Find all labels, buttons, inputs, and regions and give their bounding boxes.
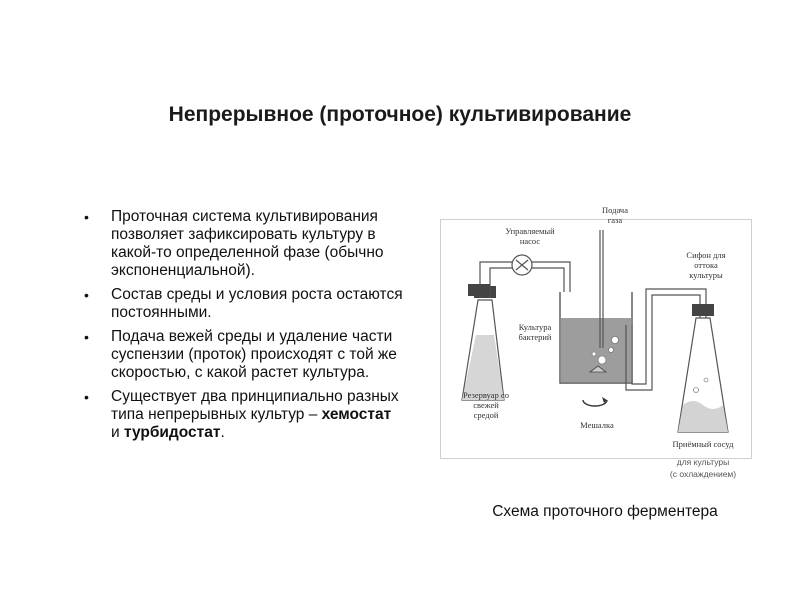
term-chemostat: хемостат: [321, 406, 392, 423]
receiver-label: Приёмный сосуд: [673, 439, 735, 449]
bullet-item: • Существует два принципиально разных ти…: [84, 388, 404, 442]
reservoir-flask-icon: [461, 286, 505, 401]
slide-title: Непрерывное (проточное) культивирование: [168, 103, 632, 126]
bullet-dot-icon: •: [84, 329, 89, 345]
bullet-item: • Проточная система культивирования позв…: [84, 208, 404, 280]
reservoir-label-3: средой: [474, 410, 499, 420]
diagram-caption: Схема проточного ферментера: [492, 503, 718, 520]
bullet-text-prefix: Существует два принципиально разных типа…: [111, 388, 399, 423]
receiver-flask-icon: [677, 304, 729, 433]
reservoir-label-2: свежей: [473, 400, 499, 410]
gas-label: Подача: [602, 205, 628, 215]
term-turbidostat: турбидостат: [123, 424, 221, 441]
bullet-item: • Состав среды и условия роста остаются …: [84, 286, 404, 322]
pump-icon: [511, 254, 533, 276]
pump-label: Управляемый: [505, 226, 555, 236]
siphon-label-3: культуры: [689, 270, 723, 280]
receiver-label-3: (с охлаждением): [670, 469, 736, 479]
siphon-tube: [625, 288, 707, 391]
mixer-arrow-icon: [582, 399, 608, 407]
bullet-dot-icon: •: [84, 389, 89, 405]
bullet-text: Состав среды и условия роста остаются по…: [111, 286, 403, 321]
fermenter-scheme: Подача газа Управляемый насос Сифон для …: [461, 205, 736, 479]
bullet-item: • Подача вежей среды и удаление части су…: [84, 328, 404, 382]
bullet-text-suffix: .: [220, 424, 225, 441]
gas-label-2: газа: [608, 215, 623, 225]
bullet-text: Подача вежей среды и удаление части сусп…: [111, 328, 397, 381]
mixer-label: Мешалка: [580, 420, 614, 430]
bullet-text: Проточная система культивирования позвол…: [111, 208, 384, 279]
culture-vessel-icon: [559, 292, 633, 384]
bullet-dot-icon: •: [84, 287, 89, 303]
bullet-dot-icon: •: [84, 209, 89, 225]
culture-label: Культура: [519, 322, 552, 332]
reservoir-label: Резервуар со: [463, 390, 509, 400]
siphon-label: Сифон для: [686, 250, 725, 260]
receiver-label-2: для культуры: [677, 457, 729, 467]
culture-label-2: бактерий: [519, 332, 552, 342]
siphon-label-2: оттока: [694, 260, 718, 270]
bullet-text-middle: и: [111, 424, 124, 441]
pump-label-2: насос: [520, 236, 541, 246]
bullet-list: • Проточная система культивирования позв…: [84, 208, 404, 448]
